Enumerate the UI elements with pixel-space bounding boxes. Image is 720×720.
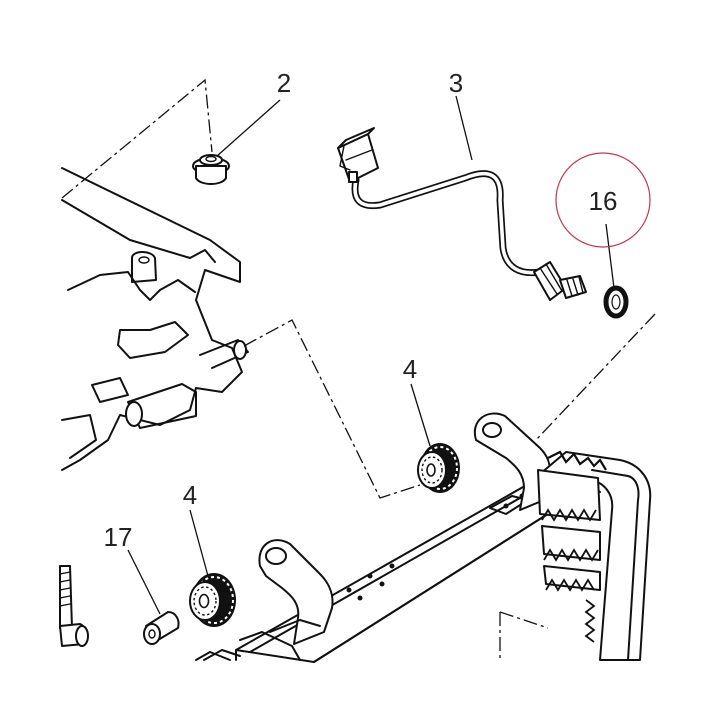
leader-17 bbox=[127, 549, 161, 615]
callout-4-lower: 4 bbox=[183, 480, 197, 510]
bolt bbox=[59, 565, 89, 647]
guide-line-lower bbox=[499, 611, 549, 629]
leader-16 bbox=[605, 223, 615, 289]
mounting-ear-lower bbox=[258, 539, 334, 645]
callout-3: 3 bbox=[449, 68, 463, 98]
sealing-washer-part-16 bbox=[603, 285, 629, 319]
spacer-part-17 bbox=[143, 611, 180, 645]
highlight-circle-16 bbox=[555, 152, 651, 248]
callout-2: 2 bbox=[277, 68, 291, 98]
sensor-cable-part-3 bbox=[337, 127, 587, 301]
guide-line-middle bbox=[243, 319, 421, 499]
guide-line-right bbox=[535, 313, 656, 441]
guide-line-top bbox=[61, 78, 213, 199]
leader-3 bbox=[455, 95, 473, 161]
leader-4-upper bbox=[410, 383, 431, 447]
cooler-core bbox=[203, 450, 652, 661]
gear-part-4-lower bbox=[189, 573, 236, 627]
leader-4-lower bbox=[189, 509, 209, 577]
callout-17: 17 bbox=[104, 522, 133, 552]
gear-part-4-upper bbox=[417, 443, 460, 493]
callout-16: 16 bbox=[589, 186, 618, 216]
housing-bracket bbox=[61, 167, 249, 471]
callout-4-upper: 4 bbox=[403, 354, 417, 384]
flange-nut-part-2 bbox=[192, 154, 230, 185]
housing-lower-edge bbox=[195, 651, 231, 661]
leader-2 bbox=[216, 99, 281, 157]
